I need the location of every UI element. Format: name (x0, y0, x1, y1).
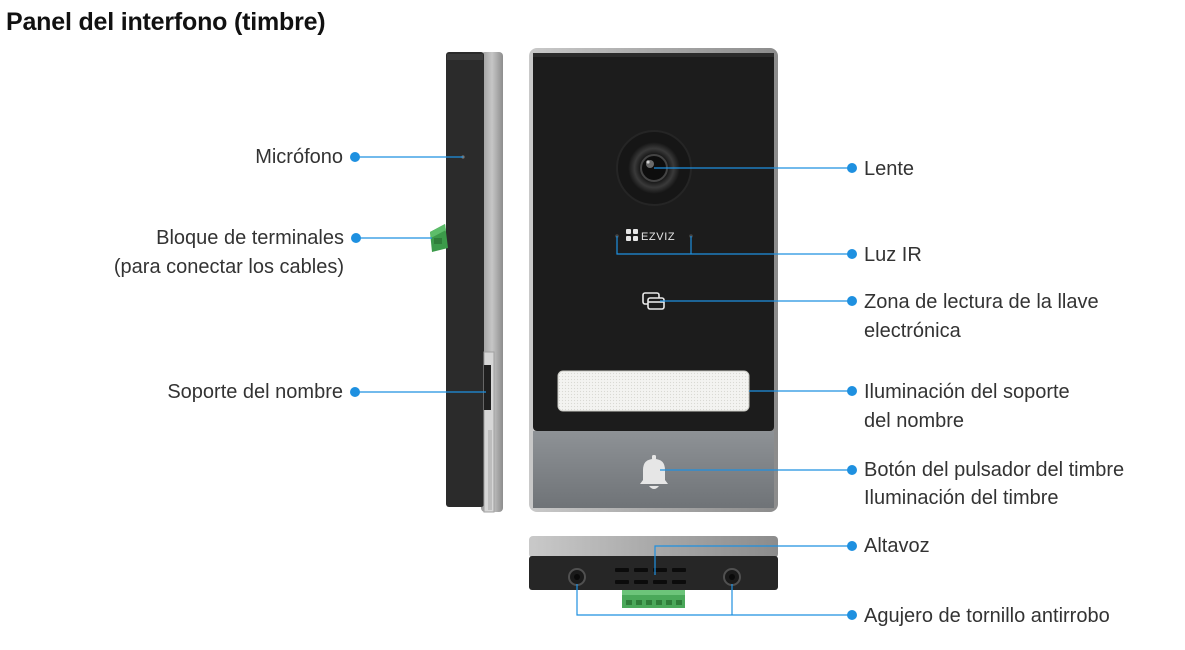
name-holder (557, 370, 750, 412)
front-glass (533, 53, 774, 431)
label-lente: Lente (864, 158, 915, 180)
label-iluminacion-timbre: Iluminación del timbre (864, 487, 1059, 509)
leader-dots (350, 152, 857, 620)
bell-icon (640, 455, 668, 489)
screw-hole-icon (568, 568, 586, 586)
bottom-frame (529, 536, 778, 558)
label-luz-ir: Luz IR (864, 244, 922, 266)
label-boton-pulsador: Botón del pulsador del timbre (864, 459, 1125, 481)
side-body-highlight (447, 54, 483, 60)
label-altavoz: Altavoz (864, 535, 930, 557)
label-soporte-nombre: Soporte del nombre (167, 381, 343, 403)
label-zona-lectura-2: electrónica (864, 320, 961, 342)
label-bloque-terminales-2: (para conectar los cables) (113, 256, 344, 278)
bottom-view (529, 536, 778, 608)
leader-lines (356, 156, 852, 616)
speaker-grille (615, 568, 686, 584)
label-microfono: Micrófono (255, 146, 343, 168)
label-iluminacion-soporte-2: del nombre (864, 410, 965, 432)
bottom-body (529, 556, 778, 590)
label-iluminacion-soporte-1: Iluminación del soporte (864, 381, 1070, 403)
screw-hole-icon (723, 568, 741, 586)
label-agujero-tornillo: Agujero de tornillo antirrobo (864, 605, 1110, 627)
page-title: Panel del interfono (timbre) (6, 8, 326, 36)
front-view: EZVIZ (529, 48, 778, 512)
terminal-block-icon (430, 224, 448, 252)
side-view (430, 52, 503, 513)
side-body (446, 52, 484, 507)
brand-logo: EZVIZ (626, 229, 675, 243)
brand-logo-text: EZVIZ (641, 231, 675, 243)
terminal-block-bottom (622, 590, 685, 608)
label-bloque-terminales-1: Bloque de terminales (156, 227, 344, 249)
label-zona-lectura-1: Zona de lectura de la llave (864, 291, 1099, 313)
